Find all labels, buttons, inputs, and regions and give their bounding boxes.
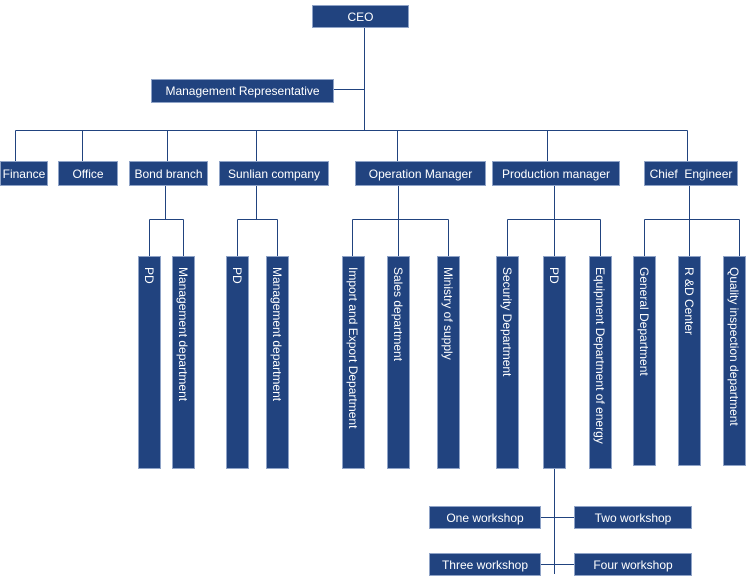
node-sunlian-management-department-label: Management department: [270, 267, 284, 402]
node-office: Office: [58, 161, 118, 186]
node-equipment-department-of-energy: Equipment Department of energy: [589, 256, 612, 469]
node-finance: Finance: [0, 161, 48, 186]
node-quality-inspection-department-label: Quality inspection department: [727, 267, 741, 426]
node-three-workshop-label: Three workshop: [441, 557, 529, 572]
node-security-department-label: Security Department: [500, 267, 514, 377]
node-quality-inspection-department: Quality inspection department: [723, 256, 746, 466]
node-sunlian-company: Sunlian company: [219, 161, 329, 186]
node-bond-management-department-label: Management department: [176, 267, 190, 402]
node-sales-department: Sales department: [387, 256, 410, 469]
node-office-label: Office: [72, 166, 104, 181]
node-bond-pd: PD: [138, 256, 161, 469]
node-two-workshop: Two workshop: [574, 506, 692, 529]
node-production-manager: Production manager: [492, 161, 620, 186]
node-finance-label: Finance: [2, 166, 46, 181]
node-bond-management-department: Management department: [172, 256, 195, 469]
node-production-manager-label: Production manager: [501, 166, 611, 181]
node-import-export-department: Import and Export Department: [342, 256, 365, 469]
node-sunlian-management-department: Management department: [266, 256, 289, 469]
node-four-workshop-label: Four workshop: [593, 557, 673, 572]
node-sunlian-pd: PD: [226, 256, 249, 469]
node-one-workshop-label: One workshop: [446, 510, 524, 525]
node-sunlian-company-label: Sunlian company: [227, 166, 321, 181]
node-equipment-department-of-energy-label: Equipment Department of energy: [593, 267, 607, 444]
node-ministry-of-supply: Ministry of supply: [437, 256, 460, 469]
node-ceo-label: CEO: [347, 9, 374, 24]
node-production-pd-label: PD: [547, 267, 561, 284]
node-bond-branch: Bond branch: [129, 161, 208, 186]
node-bond-branch-label: Bond branch: [134, 166, 203, 181]
node-two-workshop-label: Two workshop: [594, 510, 672, 525]
node-import-export-department-label: Import and Export Department: [346, 267, 360, 429]
node-management-representative: Management Representative: [151, 79, 334, 103]
node-general-department: General Department: [633, 256, 656, 466]
node-sales-department-label: Sales department: [391, 267, 405, 362]
node-one-workshop: One workshop: [429, 506, 541, 529]
node-production-pd: PD: [543, 256, 566, 469]
node-general-department-label: General Department: [637, 267, 651, 376]
node-rd-center: R &D Center: [678, 256, 701, 466]
node-four-workshop: Four workshop: [574, 553, 692, 576]
node-security-department: Security Department: [496, 256, 519, 469]
node-rd-center-label: R &D Center: [682, 267, 696, 336]
node-management-representative-label: Management Representative: [165, 84, 320, 98]
node-operation-manager: Operation Manager: [355, 161, 486, 186]
node-bond-pd-label: PD: [142, 267, 156, 284]
node-ceo: CEO: [312, 5, 409, 28]
node-chief-engineer-label: Chief Engineer: [649, 166, 733, 181]
node-chief-engineer: Chief Engineer: [644, 161, 738, 186]
node-ministry-of-supply-label: Ministry of supply: [441, 267, 455, 360]
node-operation-manager-label: Operation Manager: [368, 166, 473, 181]
node-three-workshop: Three workshop: [429, 553, 541, 576]
node-sunlian-pd-label: PD: [230, 267, 244, 284]
